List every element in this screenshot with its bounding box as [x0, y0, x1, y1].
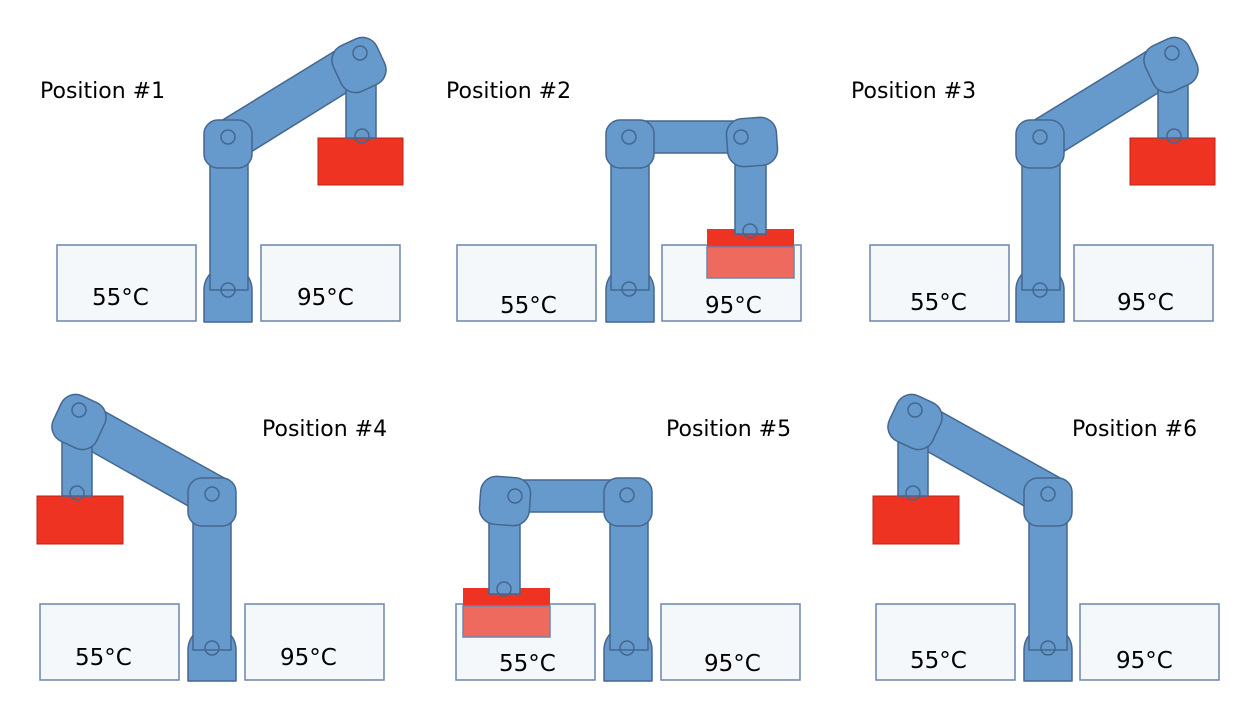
wrist-pivot — [354, 128, 370, 144]
bath-right — [1079, 603, 1220, 681]
base-pivot — [619, 640, 635, 656]
elbow-pivot — [1164, 45, 1180, 61]
panel-title: Position #3 — [851, 79, 976, 104]
elbow-pivot — [733, 129, 749, 145]
sample-block — [872, 495, 960, 545]
panel-title: Position #6 — [1072, 417, 1197, 442]
robot-arm — [887, 393, 1073, 682]
arm-elbow-joint — [725, 116, 779, 168]
sample-block — [1129, 137, 1216, 186]
elbow-pivot — [352, 45, 368, 61]
arm-elbow-joint — [51, 393, 107, 451]
sample-block — [317, 137, 404, 186]
bath-right — [260, 244, 401, 322]
bath-right-temp: 95°C — [280, 645, 337, 671]
bath-left-temp: 55°C — [92, 285, 149, 311]
panel-position-3: Position #3 55°C 95°C — [851, 36, 1216, 323]
bath-left-temp: 55°C — [75, 645, 132, 671]
arm-elbow-joint — [478, 475, 532, 527]
bath-left — [56, 244, 197, 322]
shoulder-pivot — [621, 129, 637, 145]
elbow-pivot — [507, 488, 523, 504]
bath-right — [244, 603, 385, 681]
panel-title: Position #4 — [262, 417, 387, 442]
wrist-pivot — [69, 485, 85, 501]
panel-position-2: Position #2 55°C 95°C — [446, 79, 802, 323]
robot-arm — [51, 393, 237, 682]
robot-arm — [478, 475, 653, 682]
shoulder-pivot — [220, 129, 236, 145]
bath-right — [660, 603, 801, 681]
elbow-pivot — [71, 402, 87, 418]
bath-left — [456, 244, 597, 322]
panel-position-6: Position #6 55°C 95°C — [872, 393, 1220, 682]
bath-left — [39, 603, 180, 681]
shoulder-pivot — [1032, 129, 1048, 145]
bath-right-temp: 95°C — [1116, 648, 1173, 674]
base-pivot — [204, 640, 220, 656]
wrist-pivot — [496, 581, 512, 597]
panel-position-1: Position #1 55°C 95°C — [40, 36, 404, 323]
shoulder-pivot — [619, 487, 635, 503]
bath-right-temp: 95°C — [705, 293, 762, 319]
sample-block — [463, 588, 550, 607]
wrist-pivot — [905, 485, 921, 501]
bath-left-temp: 55°C — [910, 648, 967, 674]
shoulder-pivot — [1040, 486, 1056, 502]
shoulder-pivot — [204, 486, 220, 502]
panel-position-5: Position #5 55°C 95°C — [455, 417, 801, 682]
panel-title: Position #5 — [666, 417, 791, 442]
bath-left-temp: 55°C — [500, 293, 557, 319]
base-pivot — [220, 282, 236, 298]
wrist-pivot — [1166, 128, 1182, 144]
robot-arm — [1015, 36, 1199, 323]
base-pivot — [621, 281, 637, 297]
base-pivot — [1040, 640, 1056, 656]
bath-right — [1073, 244, 1214, 322]
robot-arm — [203, 36, 387, 323]
bath-left — [875, 603, 1016, 681]
arm-shoulder-joint — [1023, 477, 1073, 527]
bath-left — [869, 244, 1010, 322]
sample-block-submerged — [706, 246, 795, 279]
arm-elbow-joint — [331, 36, 387, 94]
wrist-pivot — [742, 223, 758, 239]
bath-right-temp: 95°C — [1117, 290, 1174, 316]
bath-right-temp: 95°C — [704, 651, 761, 677]
bath-right-temp: 95°C — [297, 285, 354, 311]
elbow-pivot — [907, 402, 923, 418]
robot-arm — [605, 116, 779, 323]
panel-title: Position #2 — [446, 79, 571, 104]
bath-left-temp: 55°C — [499, 651, 556, 677]
sample-block-submerged — [462, 605, 551, 638]
base-pivot — [1032, 282, 1048, 298]
sample-block — [36, 495, 124, 545]
panel-title: Position #1 — [40, 79, 165, 104]
panel-position-4: Position #4 55°C 95°C — [36, 393, 387, 682]
arm-elbow-joint — [1143, 36, 1199, 94]
arm-elbow-joint — [887, 393, 943, 451]
arm-shoulder-joint — [187, 477, 237, 527]
bath-left-temp: 55°C — [910, 290, 967, 316]
